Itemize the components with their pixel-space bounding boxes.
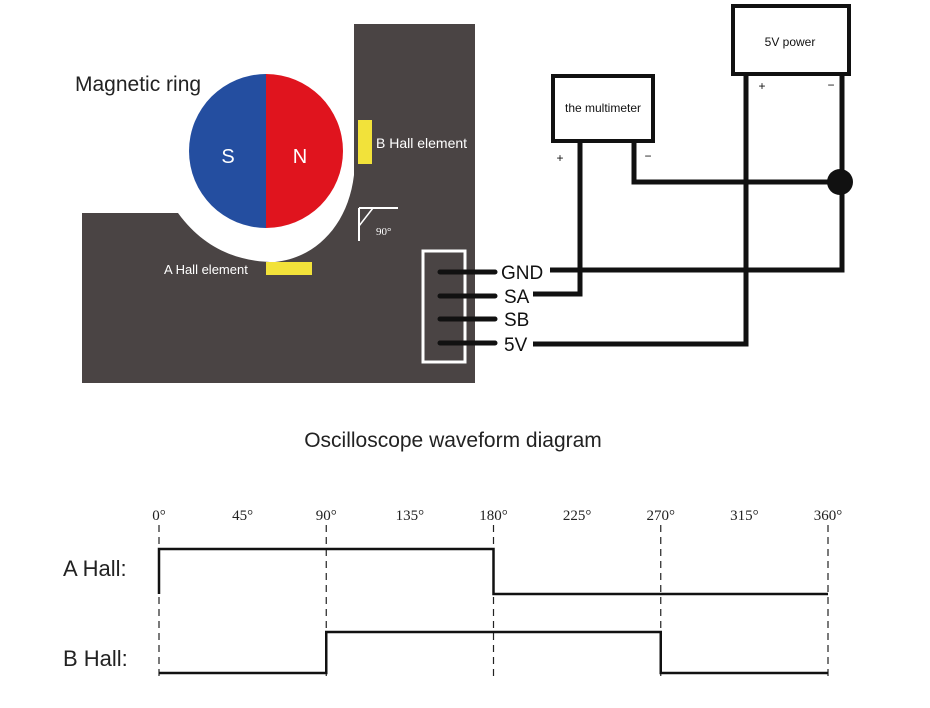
pin-label-sa: SA bbox=[504, 287, 530, 308]
multimeter-plus: + bbox=[556, 151, 563, 165]
angle-label: 90° bbox=[316, 508, 337, 524]
b-hall-element-label: B Hall element bbox=[376, 135, 467, 151]
angle-label: 180° bbox=[479, 508, 508, 524]
power-supply-label: 5V power bbox=[765, 35, 816, 49]
magnetic-ring: S N bbox=[189, 74, 343, 228]
sensor-housing bbox=[82, 24, 475, 383]
north-pole bbox=[266, 74, 343, 228]
wire-5v bbox=[533, 74, 749, 347]
power-supply: 5V power + − bbox=[731, 4, 851, 93]
multimeter-minus: − bbox=[644, 149, 651, 163]
a-hall-element-label: A Hall element bbox=[164, 262, 248, 277]
power-minus: − bbox=[827, 78, 834, 92]
multimeter: the multimeter + − bbox=[551, 74, 655, 165]
magnetic-ring-label: Magnetic ring bbox=[75, 73, 201, 96]
pin-label-5v: 5V bbox=[504, 335, 528, 356]
power-supply-box bbox=[731, 4, 851, 76]
south-pole-label: S bbox=[221, 146, 234, 168]
pin-label-sb: SB bbox=[504, 310, 529, 331]
a-hall-element bbox=[266, 262, 312, 275]
angle-mark: 90° bbox=[358, 207, 398, 241]
wire-gnd bbox=[550, 74, 845, 273]
north-pole-label: N bbox=[293, 146, 307, 168]
angle-label: 315° bbox=[730, 508, 759, 524]
multimeter-label: the multimeter bbox=[565, 101, 641, 115]
angle-label: 45° bbox=[232, 508, 253, 524]
angle-label: 135° bbox=[396, 508, 425, 524]
waveform-title: Oscilloscope waveform diagram bbox=[304, 429, 602, 452]
b-hall-element bbox=[358, 120, 372, 164]
angle-label: 0° bbox=[152, 508, 166, 524]
angle-labels: 0° 45° 90° 135° 180° 225° 270° 315° 360° bbox=[152, 508, 842, 524]
connector-frame bbox=[421, 249, 467, 364]
connector bbox=[421, 249, 467, 364]
south-pole bbox=[189, 74, 266, 228]
angle-label: 90° bbox=[376, 226, 391, 238]
channel-label: B Hall: bbox=[63, 646, 128, 671]
wire-sa bbox=[533, 142, 583, 297]
angle-label: 225° bbox=[563, 508, 592, 524]
power-plus: + bbox=[758, 79, 765, 93]
waveform-trace bbox=[159, 630, 828, 675]
multimeter-box bbox=[551, 74, 655, 143]
wiring bbox=[437, 74, 845, 347]
waveform-channels: A Hall: B Hall: bbox=[63, 547, 828, 675]
wire-meter-minus bbox=[631, 142, 842, 185]
angle-label: 360° bbox=[814, 508, 843, 524]
channel-label: A Hall: bbox=[63, 556, 127, 581]
ground-junction bbox=[827, 169, 853, 195]
pin-label-gnd: GND bbox=[501, 263, 543, 284]
waveform-trace bbox=[157, 547, 828, 596]
angle-label: 270° bbox=[647, 508, 676, 524]
